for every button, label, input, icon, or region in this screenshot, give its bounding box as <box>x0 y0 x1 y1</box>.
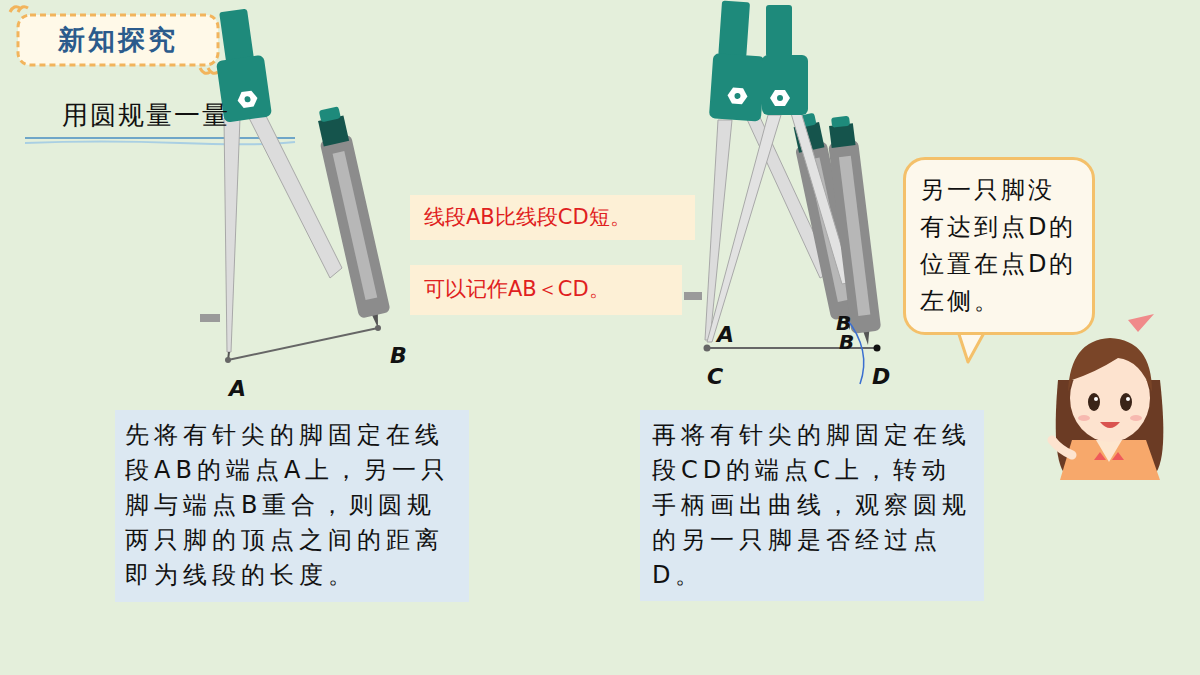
compass <box>707 5 883 347</box>
conclusion-box: 线段AB比线段CD短。 <box>410 195 695 240</box>
step-box: 再将有针尖的脚固定在线段CD的端点C上，转动手柄画出曲线，观察圆规的另一只脚是否… <box>640 410 984 601</box>
node-text: 再将有针尖的脚固定在线段CD的端点C上，转动手柄画出曲线，观察圆规的另一只脚是否… <box>652 418 972 593</box>
compass <box>200 7 394 360</box>
point-label: D <box>872 364 890 389</box>
subtitle: 用圆规量一量 <box>62 98 230 133</box>
girl-figure <box>1052 312 1163 480</box>
quote-mark <box>10 7 28 12</box>
section-title: 新知探究 <box>18 15 218 65</box>
node-text: 线段AB比线段CD短。 <box>424 203 681 232</box>
quote-mark <box>200 68 218 73</box>
speech-bubble: 另一只脚没有达到点D的位置在点D的左侧。 <box>903 157 1095 335</box>
node-text: 可以记作AB＜CD。 <box>424 275 668 304</box>
underline <box>25 137 295 139</box>
point-label: A <box>229 376 246 401</box>
segment-ab <box>228 328 378 360</box>
point-label: A <box>717 322 734 347</box>
point <box>375 325 381 331</box>
point-label: B <box>839 330 854 354</box>
point <box>874 345 881 352</box>
node-text: 另一只脚没有达到点D的位置在点D的左侧。 <box>920 172 1078 320</box>
point <box>225 357 231 363</box>
point <box>704 345 711 352</box>
notation-box: 可以记作AB＜CD。 <box>410 265 682 315</box>
point-label: C <box>707 364 723 389</box>
point-label: B <box>390 343 407 368</box>
node-text: 先将有针尖的脚固定在线段AB的端点A上，另一只脚与端点B重合，则圆规两只脚的顶点… <box>125 418 459 593</box>
title-badge <box>18 15 218 65</box>
step-box: 先将有针尖的脚固定在线段AB的端点A上，另一只脚与端点B重合，则圆规两只脚的顶点… <box>115 410 469 602</box>
underline <box>25 142 295 145</box>
